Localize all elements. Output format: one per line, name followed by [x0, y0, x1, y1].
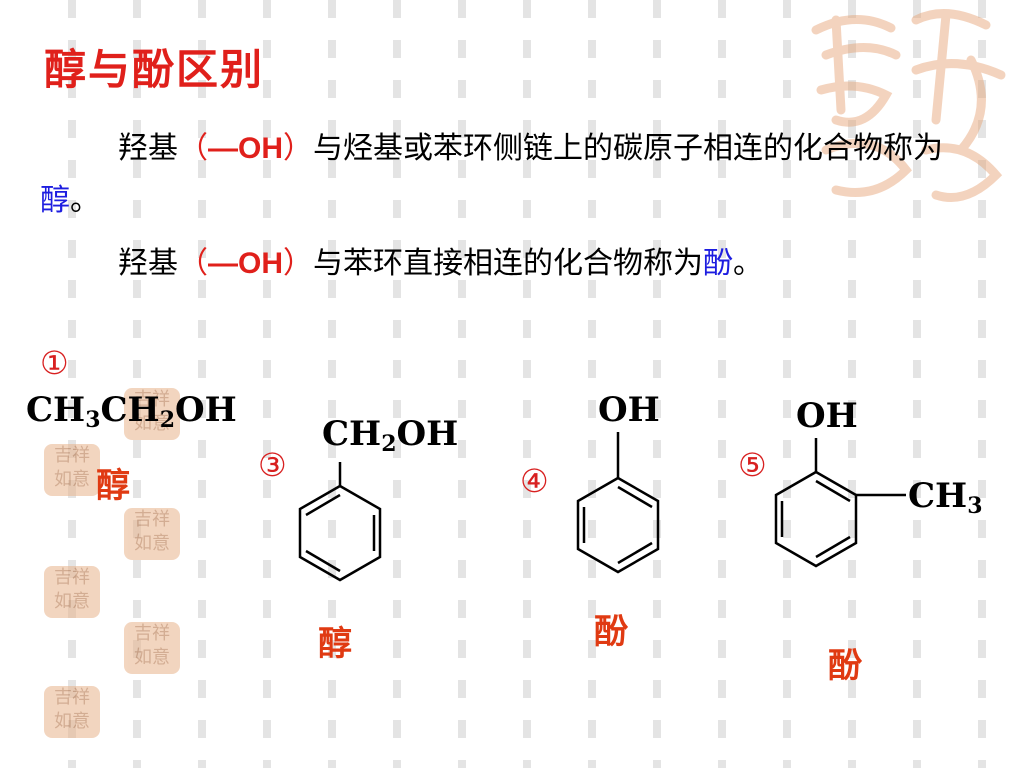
paren-close: ）	[283, 131, 313, 166]
label-phenol-5: 酚	[828, 646, 862, 686]
paren-close: ）	[283, 246, 313, 281]
compound-number-1: ①	[40, 344, 69, 382]
compound-number-4: ④	[520, 462, 549, 500]
period: 。	[70, 183, 100, 218]
definition-phenol: 羟基（—OH）与苯环直接相连的化合物称为酚。	[118, 238, 998, 290]
hydroxyl-group: —OH	[208, 132, 283, 165]
ethanol-formula: CH3CH2OH	[26, 390, 237, 433]
hydroxyl-group: —OH	[208, 247, 283, 280]
term-alcohol: 醇	[40, 183, 70, 218]
label-alcohol-3: 醇	[318, 624, 352, 664]
phenol-substituent: OH	[598, 390, 660, 430]
paren-open: （	[178, 246, 208, 281]
term-phenol: 酚	[703, 246, 733, 281]
compound-number-5: ⑤	[738, 446, 767, 484]
definition-text: 与苯环直接相连的化合物称为	[313, 246, 703, 281]
period: 。	[733, 246, 763, 281]
benzyl-substituent: CH2OH	[322, 414, 459, 457]
cresol-hydroxyl: OH	[796, 396, 858, 436]
page-title: 醇与酚区别	[44, 45, 265, 94]
label-phenol-4: 酚	[594, 612, 628, 652]
cresol-methyl: CH3	[908, 476, 983, 519]
paren-open: （	[178, 131, 208, 166]
definition-alcohol: 羟基（—OH）与烃基或苯环侧链上的碳原子相连的化合物称为醇。	[40, 123, 990, 227]
definition-text: 与烃基或苯环侧链上的碳原子相连的化合物称为	[313, 131, 943, 166]
compound-number-3: ③	[258, 446, 287, 484]
text-hydroxyl: 羟基	[118, 246, 178, 281]
label-alcohol-1: 醇	[96, 466, 130, 506]
text-hydroxyl: 羟基	[118, 131, 178, 166]
